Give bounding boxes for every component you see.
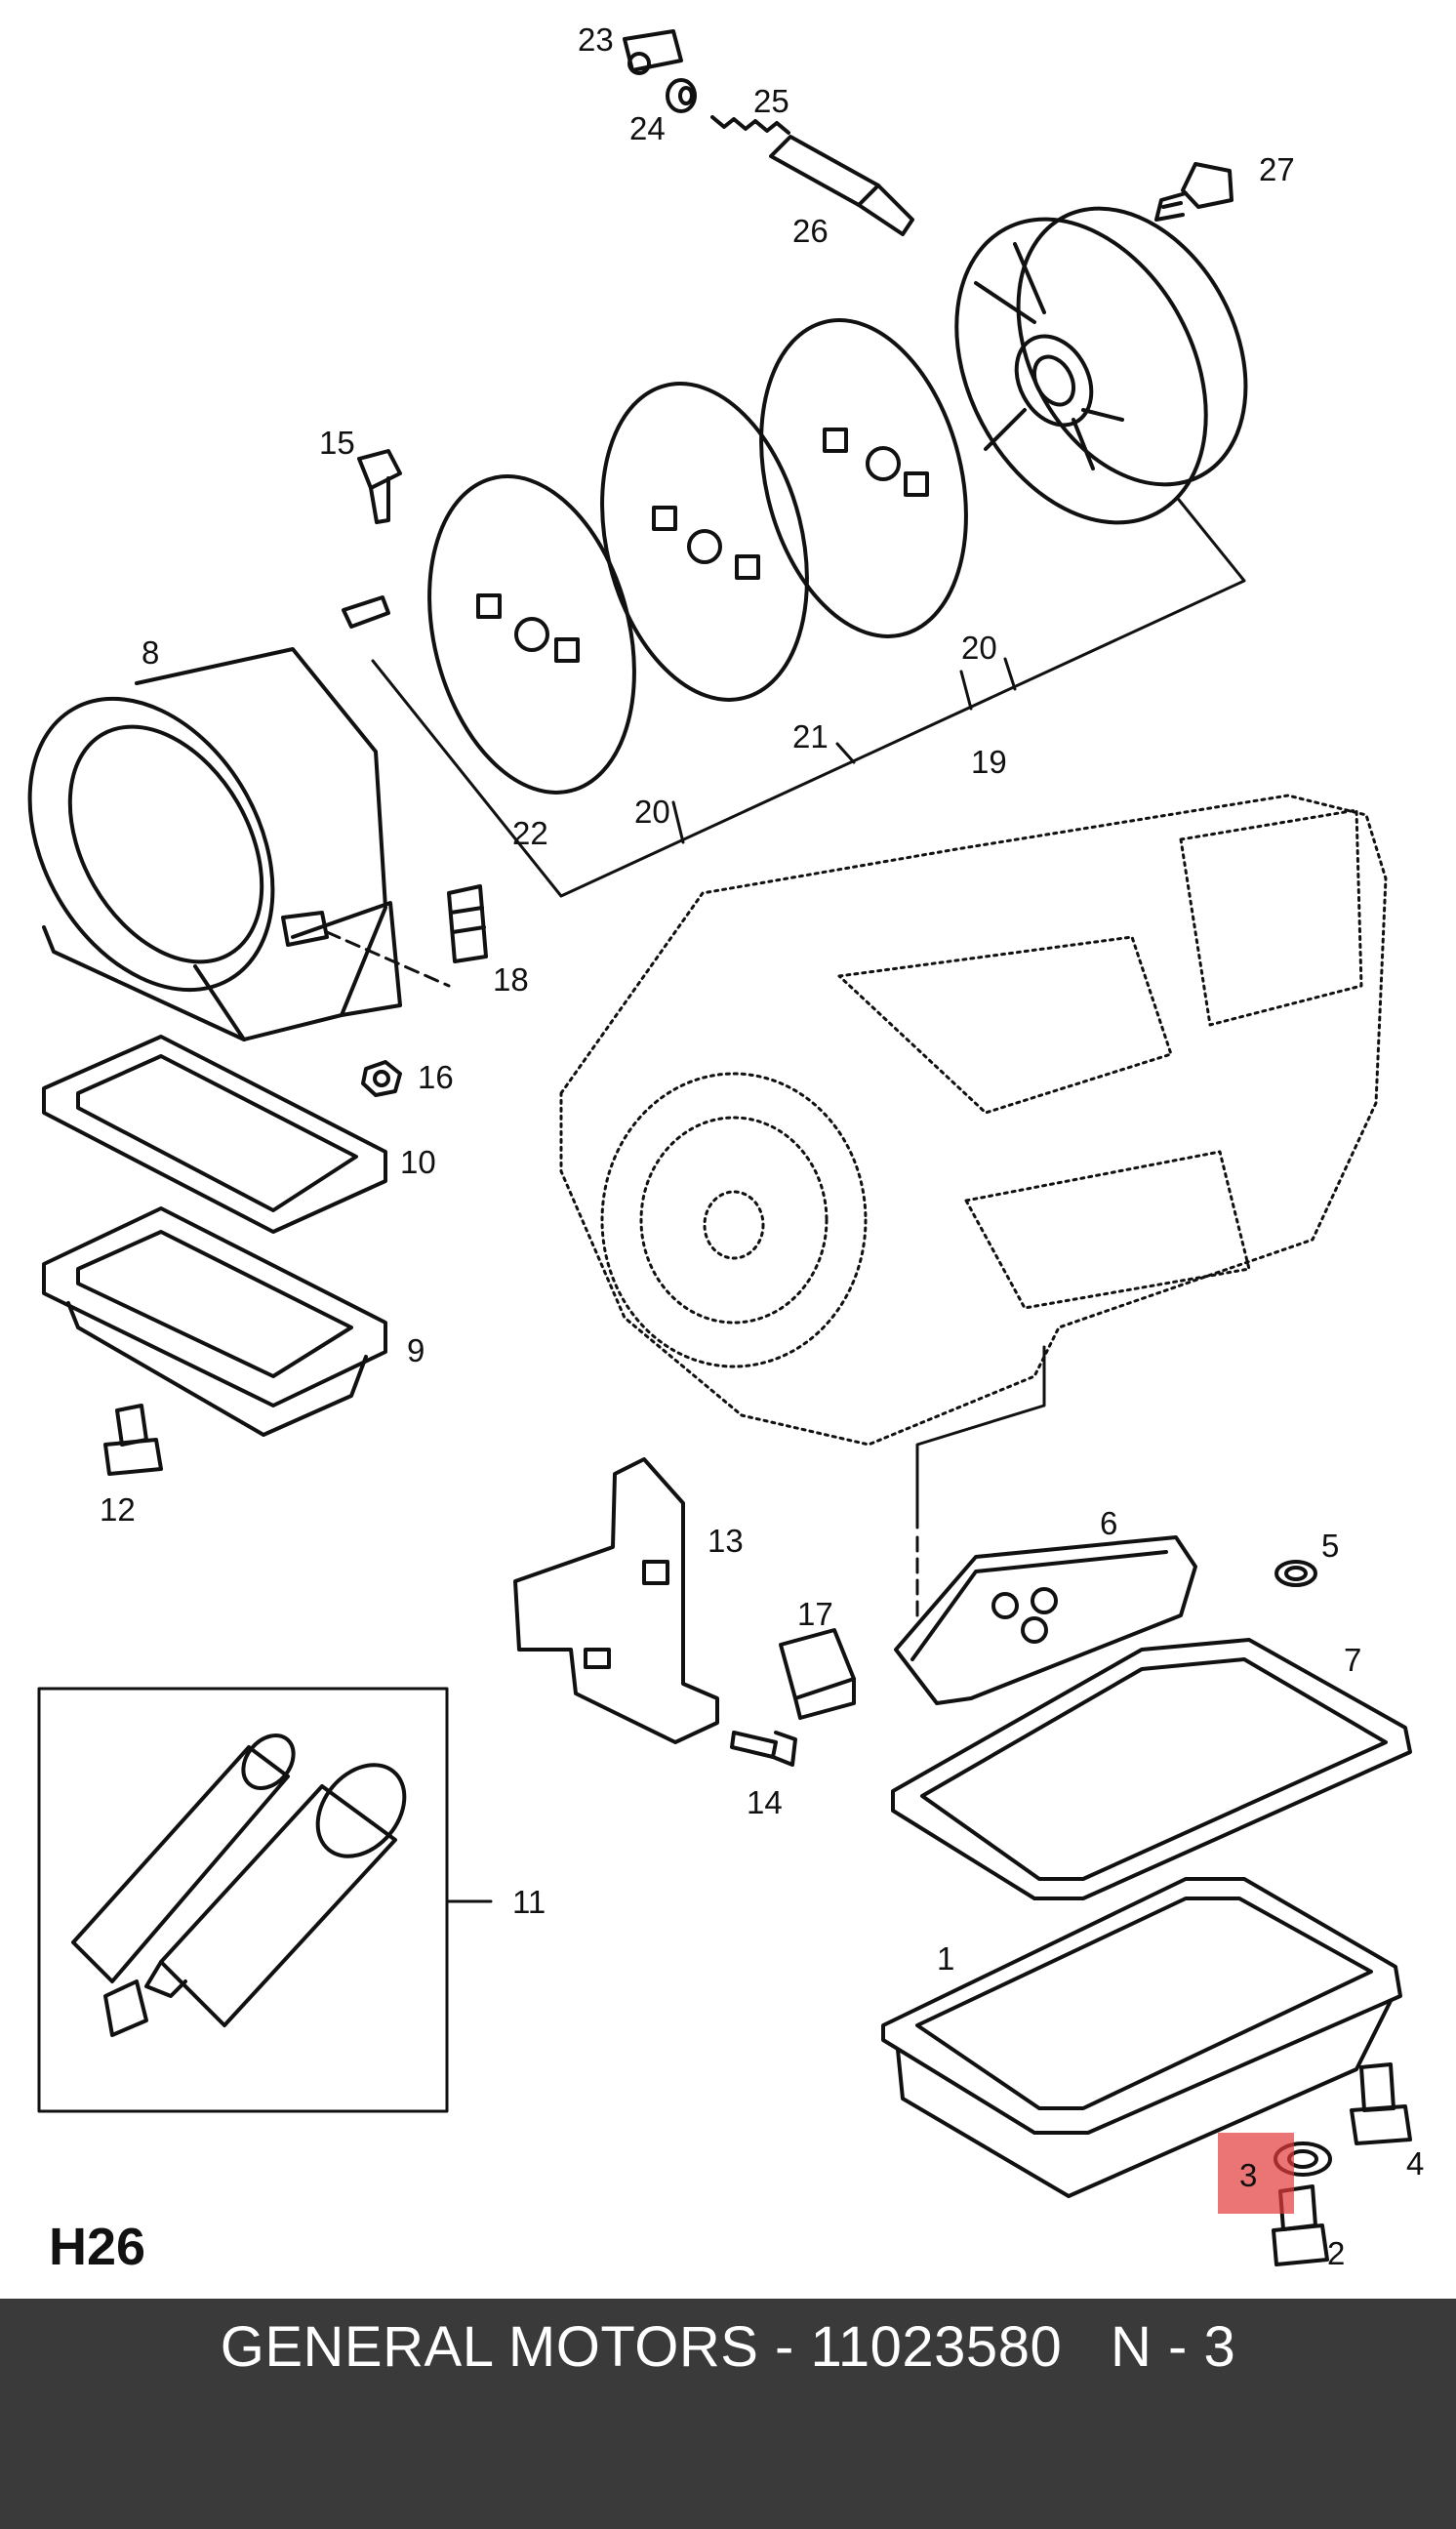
part-14-bolt: [730, 1731, 797, 1767]
callout-12: 12: [100, 1491, 136, 1528]
part-1-oil-pan: [881, 1877, 1402, 2198]
callout-26: 26: [792, 213, 829, 249]
callout-20-front: 20: [634, 794, 670, 830]
callout-7: 7: [1344, 1642, 1361, 1678]
part-8-transmission-case: [27, 647, 402, 1041]
callout-3: 3: [1239, 2157, 1257, 2193]
callout-labels: 1 2 3 4 5 6 7 8 9 10 11 12 13 14 15 16 1…: [100, 21, 1424, 2271]
callout-24: 24: [629, 110, 666, 146]
part-17-clip: [779, 1628, 856, 1720]
callout-10: 10: [400, 1144, 436, 1180]
leader-valve-body: [915, 1345, 1046, 1530]
callout-9: 9: [407, 1332, 425, 1368]
callout-14: 14: [747, 1784, 783, 1820]
footer-separator: -: [758, 2315, 811, 2379]
part-11-sealant-kit: [71, 1734, 407, 2037]
footer-position: N - 3: [1111, 2315, 1236, 2379]
leader-18: [325, 930, 451, 988]
callout-16: 16: [418, 1059, 454, 1095]
part-5-seal: [1274, 1560, 1317, 1587]
callout-2: 2: [1327, 2235, 1345, 2271]
footer-part-number: 11023580: [810, 2315, 1063, 2379]
highlight-callout-3: [1218, 2133, 1294, 2214]
part-22-pin: [342, 595, 390, 629]
callout-21: 21: [792, 718, 829, 755]
callout-23: 23: [578, 21, 614, 58]
plate-20-front: [427, 474, 636, 795]
plate-20-rear: [759, 318, 968, 638]
transmission-assembly-outline: [559, 794, 1388, 1447]
oil-pump-housing: [954, 206, 1248, 525]
part-24-seal: [666, 78, 697, 113]
footer-brand: GENERAL MOTORS: [220, 2315, 759, 2379]
part-26-valve: [769, 135, 914, 236]
part-4-bolt: [1350, 2062, 1412, 2145]
part-27-bolt: [1154, 162, 1234, 222]
plate-21: [600, 382, 809, 702]
part-2-plug: [1272, 2184, 1329, 2266]
part-15-bolt: [357, 449, 402, 524]
callout-17: 17: [797, 1596, 833, 1632]
callout-27: 27: [1259, 151, 1295, 187]
callout-13: 13: [708, 1523, 744, 1559]
callout-5: 5: [1321, 1528, 1339, 1564]
part-12-bolt: [103, 1404, 163, 1476]
callout-8: 8: [142, 634, 159, 671]
callout-19: 19: [971, 744, 1007, 780]
footer-text: GENERAL MOTORS - 11023580 N - 3: [0, 2314, 1456, 2380]
part-16-nut: [361, 1060, 402, 1097]
callout-1: 1: [937, 1940, 954, 1977]
leader-lines-plates: [371, 498, 1246, 898]
part-18-sleeve: [447, 884, 488, 963]
part-7-gasket: [891, 1638, 1412, 1900]
callout-4: 4: [1406, 2145, 1424, 2182]
callout-20-rear: 20: [961, 630, 997, 666]
part-13-bracket: [513, 1457, 719, 1744]
callout-11: 11: [512, 1884, 546, 1920]
callout-6: 6: [1100, 1505, 1117, 1541]
part-10-gasket: [42, 1035, 387, 1234]
part-9-oil-pan: [42, 1206, 387, 1437]
part-6-filter: [894, 1535, 1197, 1705]
section-code: H26: [49, 2218, 145, 2276]
part-25-spring: [710, 115, 790, 135]
callout-22: 22: [512, 815, 548, 851]
footer-bar: GENERAL MOTORS - 11023580 N - 3: [0, 2299, 1456, 2529]
exploded-parts-diagram: 1 2 3 4 5 6 7 8 9 10 11 12 13 14 15 16 1…: [27, 21, 1424, 2276]
part-23-bracket: [623, 29, 683, 75]
callout-15: 15: [319, 425, 355, 461]
footer-gap: [1062, 2315, 1111, 2379]
callout-18: 18: [493, 961, 529, 998]
callout-25: 25: [753, 83, 789, 119]
